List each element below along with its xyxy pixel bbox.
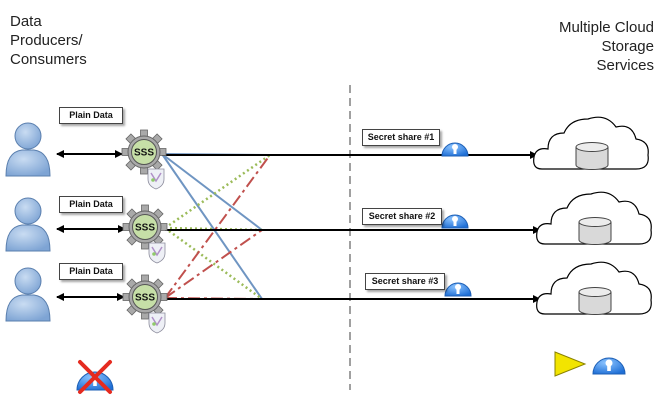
lock-icon [441, 214, 469, 229]
database-icon [575, 142, 609, 170]
left-title-line-3: Consumers [10, 51, 87, 68]
sss-label: SSS [135, 223, 155, 234]
cloud-icon [536, 191, 652, 245]
left-title-line-1: Data [10, 13, 42, 30]
shield-icon [148, 242, 166, 264]
database-icon [578, 217, 612, 245]
user-icon [5, 122, 51, 177]
database-icon [578, 287, 612, 315]
shield-icon [147, 168, 165, 190]
gear-icon: SSS [122, 204, 168, 250]
user-icon [5, 197, 51, 252]
cloud-icon [533, 116, 649, 170]
share-distribution-lines [161, 153, 271, 301]
cross-icon [78, 360, 112, 394]
plain-data-label: Plain Data [59, 107, 123, 124]
plain-data-label: Plain Data [59, 263, 123, 280]
sss-label: SSS [135, 293, 155, 304]
right-title-line-3: Services [596, 57, 654, 74]
plain-data-label: Plain Data [59, 196, 123, 213]
sss-label: SSS [134, 148, 154, 159]
left-title: Data Producers/ Consumers [10, 12, 87, 69]
user-icon [5, 267, 51, 322]
lock-icon [441, 142, 469, 157]
left-title-line-2: Producers/ [10, 32, 83, 49]
secret-share-label-2: Secret share #2 [362, 208, 442, 225]
gear-icon: SSS [122, 274, 168, 320]
secret-share-label-1: Secret share #1 [362, 129, 440, 146]
secret-share-label-3: Secret share #3 [365, 273, 445, 290]
right-title-line-2: Storage [601, 38, 654, 55]
lock-icon [592, 357, 626, 375]
shield-icon [148, 312, 166, 334]
lock-icon [444, 282, 472, 297]
right-title-line-1: Multiple Cloud [558, 19, 654, 36]
gear-icon: SSS [121, 129, 167, 175]
right-title: Multiple Cloud Storage Services [520, 18, 654, 75]
cloud-icon [536, 261, 652, 315]
key-icon [554, 351, 587, 377]
